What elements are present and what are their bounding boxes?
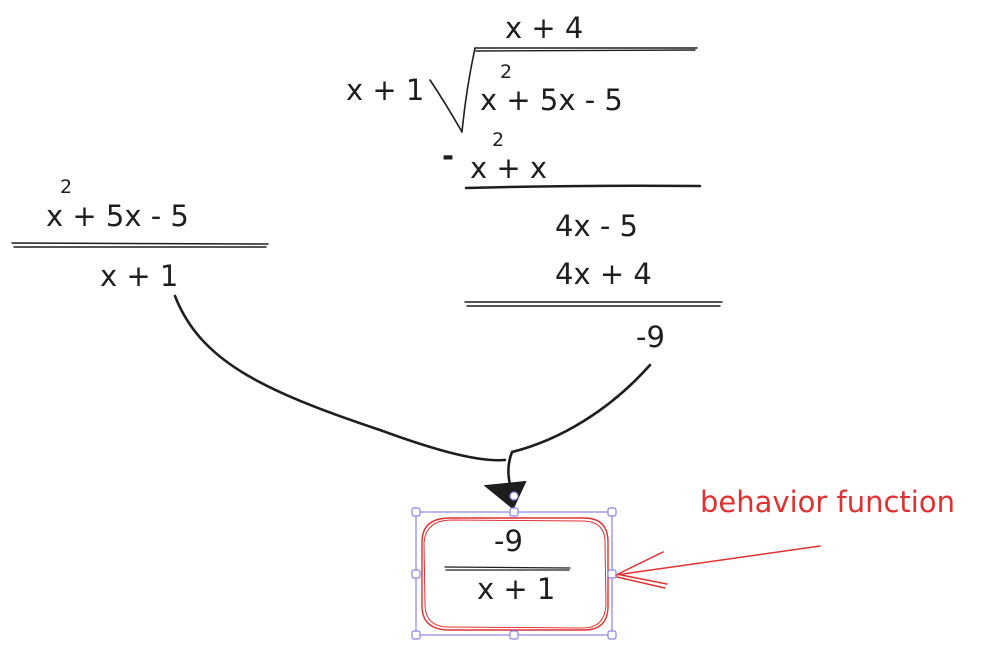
quotient: x + 4 [505, 11, 583, 45]
dividend-exponent: 2 [500, 61, 512, 83]
selection-handles[interactable] [411, 491, 617, 640]
long-division[interactable]: x + 4 x + 1 x + 5x - 5 2 - x + x 2 4x - … [346, 11, 723, 354]
subtraction-line-2 [464, 301, 723, 307]
dividend: x + 5x - 5 [480, 83, 623, 117]
left-numerator: x + 5x - 5 [46, 199, 189, 233]
divisor: x + 1 [346, 73, 424, 107]
result-numerator: -9 [494, 524, 523, 558]
resize-handle-w[interactable] [411, 569, 421, 579]
resize-handle-s[interactable] [509, 630, 519, 640]
subtract-exponent: 2 [492, 129, 504, 151]
annotation-arrow [615, 545, 821, 589]
remainder: -9 [636, 320, 665, 354]
result-denominator: x + 1 [477, 572, 555, 606]
curve-from-remainder [507, 363, 652, 494]
annotation[interactable]: behavior function [615, 485, 955, 589]
left-fraction-bar [11, 242, 269, 248]
resize-handle-sw[interactable] [411, 630, 421, 640]
merge-arrow[interactable] [173, 294, 652, 510]
resize-handle-e[interactable] [607, 569, 617, 579]
result-fraction-bar [444, 566, 571, 571]
division-bracket [429, 47, 476, 133]
curve-from-denominator [173, 294, 507, 462]
left-fraction[interactable]: x + 5x - 5 2 x + 1 [11, 176, 269, 293]
subtraction-line-1 [464, 184, 702, 190]
remainder-step: 4x - 5 [555, 209, 638, 243]
result-box[interactable]: -9 x + 1 [411, 491, 617, 640]
subtract-sign: - [442, 139, 454, 173]
annotation-label: behavior function [700, 485, 955, 519]
left-numerator-exponent: 2 [60, 176, 72, 198]
resize-handle-n[interactable] [509, 507, 519, 517]
resize-handle-se[interactable] [607, 630, 617, 640]
result-box-border [421, 517, 609, 631]
arrowhead-icon [483, 480, 527, 510]
second-subtract: 4x + 4 [555, 257, 652, 291]
rotate-handle[interactable] [509, 491, 519, 501]
resize-handle-nw[interactable] [411, 507, 421, 517]
result-box-border-sketch [423, 519, 607, 629]
resize-handle-ne[interactable] [607, 507, 617, 517]
left-denominator: x + 1 [100, 259, 178, 293]
division-overbar [474, 47, 698, 52]
subtract-term: x + x [470, 151, 547, 185]
